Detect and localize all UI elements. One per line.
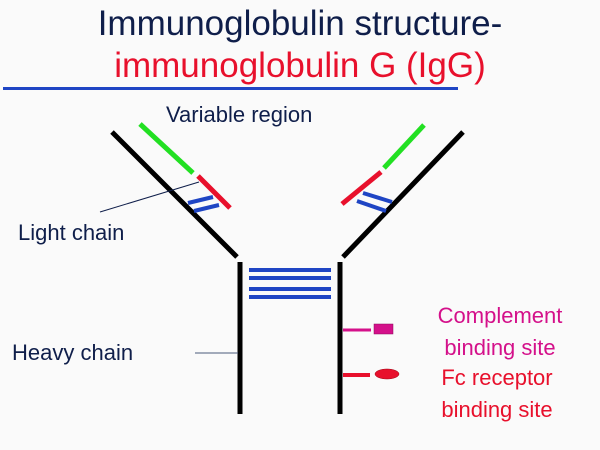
title-underline: [3, 87, 458, 90]
disulfide-bond-right-1: [362, 191, 393, 204]
disulfide-bond-left-2: [193, 203, 220, 213]
light-chain-left-constant: [196, 174, 232, 210]
variable-region-label: Variable region: [166, 102, 313, 127]
title-line-1: Immunoglobulin structure-: [97, 4, 503, 43]
light-chain-right-variable: [382, 123, 426, 170]
fc-site-marker: [374, 368, 400, 380]
complement-label-line-2: binding site: [444, 335, 556, 360]
disulfide-bond-right-2: [356, 199, 387, 213]
light-chain-pointer: [99, 181, 200, 213]
fc-receptor-label-line-1: Fc receptor: [441, 365, 553, 390]
disulfide-bond-left-1: [187, 195, 214, 205]
heavy-chain-left-arm: [110, 130, 239, 259]
heavy-chain-right-arm: [341, 130, 465, 259]
fc-receptor-label-line-2: binding site: [441, 397, 553, 422]
light-chain-left-variable: [138, 122, 195, 175]
complement-label-line-1: Complement: [437, 303, 563, 328]
complement-site-marker: [373, 323, 394, 335]
light-chain-right-constant: [340, 170, 383, 206]
light-chain-label: Light chain: [18, 220, 125, 245]
title-line-2: immunoglobulin G (IgG): [114, 46, 486, 85]
heavy-chain-label: Heavy chain: [12, 340, 134, 365]
